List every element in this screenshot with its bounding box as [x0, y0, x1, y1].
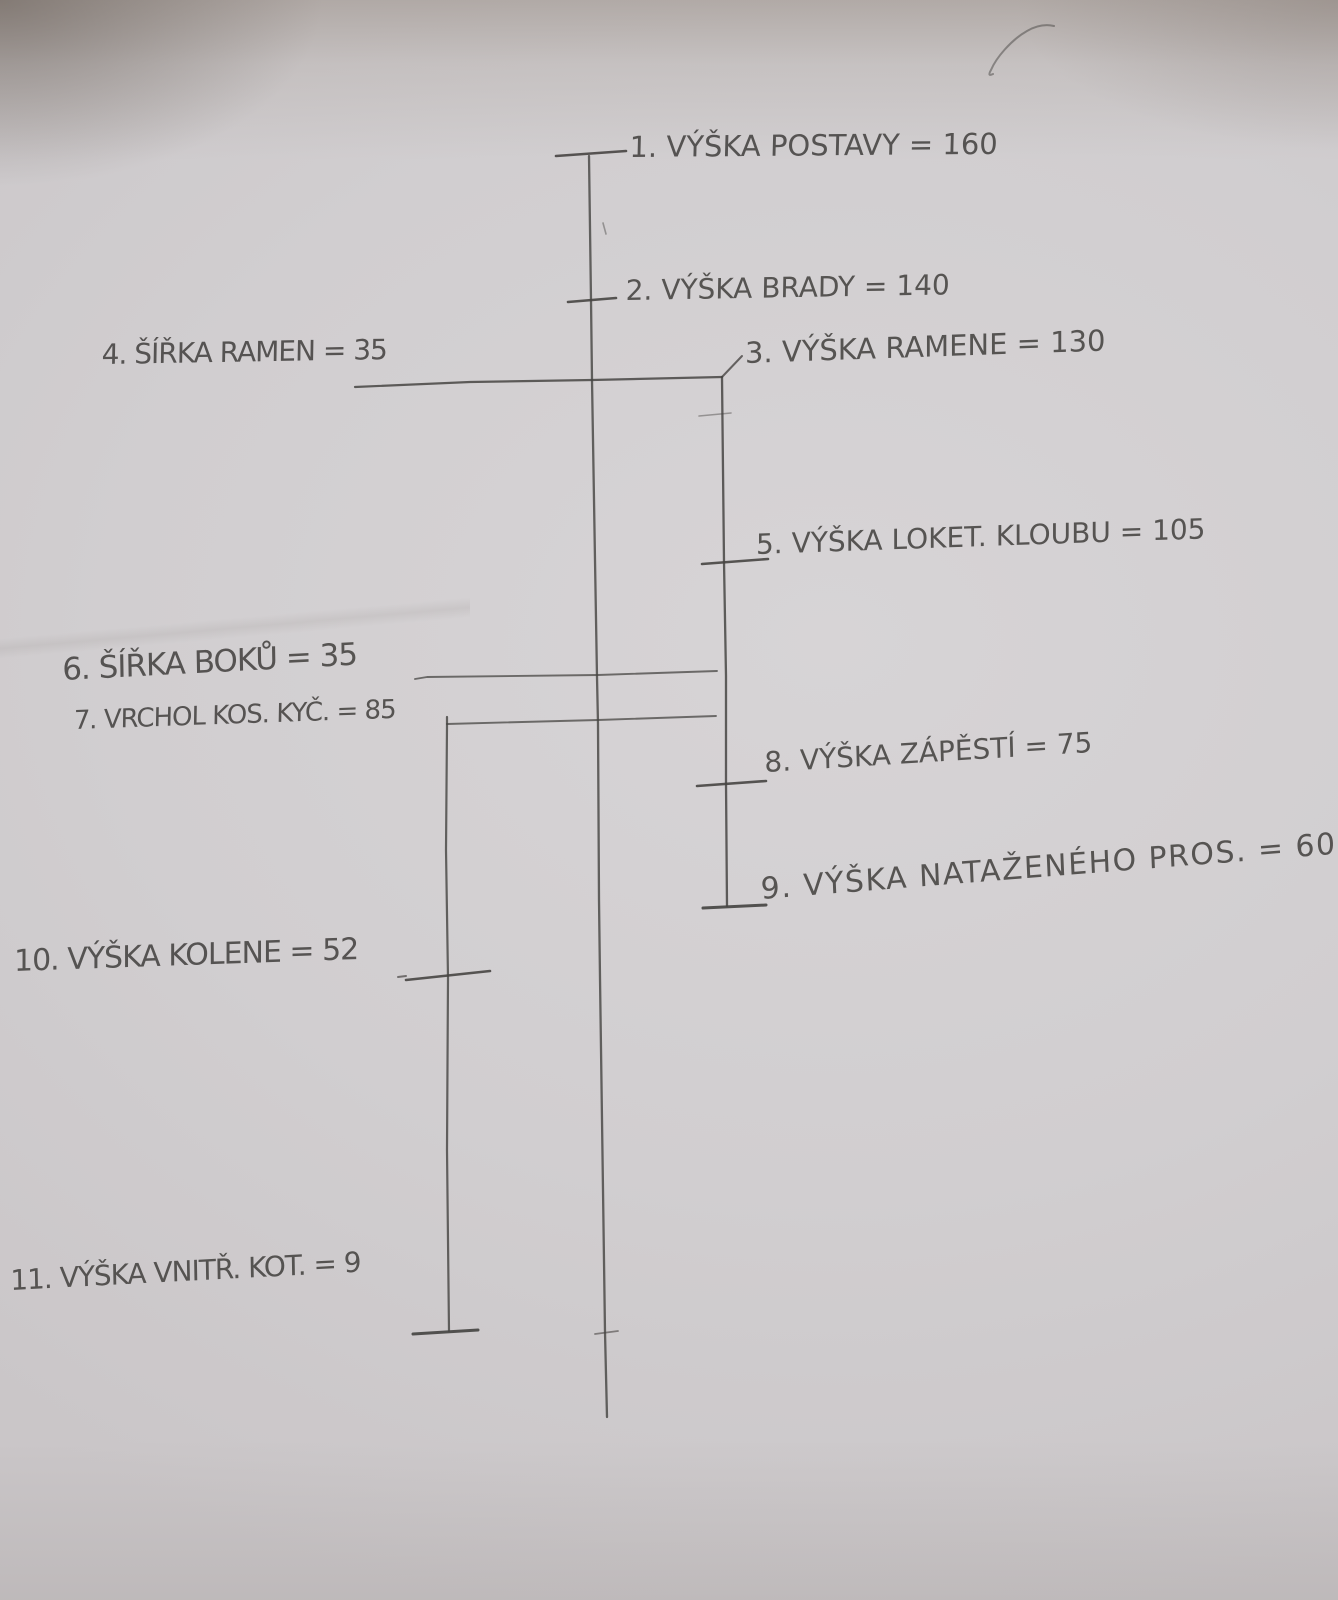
- hip-width-line: [414, 670, 718, 680]
- tick-arm-upper: [698, 412, 732, 417]
- tick-height-zapesti-75: [695, 779, 768, 788]
- tick-height-kolene-52: [397, 975, 407, 978]
- pencil-squiggle: [988, 24, 1055, 76]
- tick-height-postavy-160: [554, 149, 628, 158]
- hipbone-top-line: [446, 715, 717, 725]
- stray-mark: [602, 222, 607, 235]
- bar-height-prostrednik-60: [701, 903, 768, 910]
- center-axis-line: [587, 154, 609, 1419]
- tick-height-brady-140: [566, 296, 618, 304]
- leg-line: [444, 715, 451, 1333]
- label-vyska-postavy: 1. VÝŠKA POSTAVY = 160: [629, 126, 999, 165]
- shoulder-width-line: [353, 375, 724, 389]
- tick-height-loket-105: [700, 557, 770, 566]
- shoulder-label-leader: [721, 355, 743, 378]
- bar-height-kotnik-9: [411, 1328, 480, 1336]
- tick-height-kolene-52-bar: [404, 969, 492, 982]
- label-vyska-brady: 2. VÝŠKA BRADY = 140: [625, 268, 951, 308]
- tick-center-ankle: [594, 1330, 619, 1335]
- arm-line: [720, 375, 729, 908]
- label-sirka-ramen: 4. ŠÍŘKA RAMEN = 35: [101, 333, 388, 372]
